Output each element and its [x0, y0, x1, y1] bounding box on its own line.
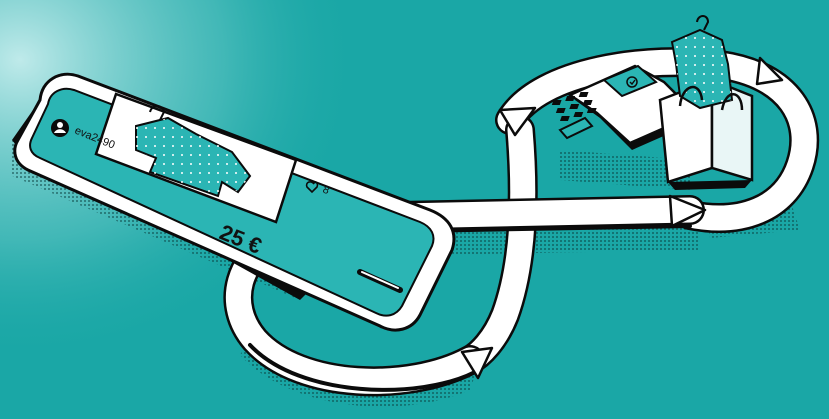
avatar-icon	[51, 119, 69, 137]
